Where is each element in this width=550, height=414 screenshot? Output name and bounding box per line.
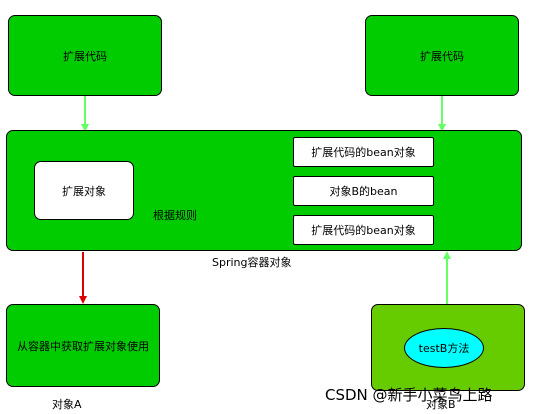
obtain-use-label: 从容器中获取扩展对象使用 [17,339,149,353]
rule-label: 根据规则 [153,209,197,222]
bean-b-box: 对象B的bean [293,176,434,206]
obtain-use-box: 从容器中获取扩展对象使用 [6,304,160,387]
spring-container-box [6,130,522,251]
ext-object-label: 扩展对象 [62,184,106,198]
bean-bottom-label: 扩展代码的bean对象 [311,224,416,237]
testb-method-ellipse: testB方法 [404,328,484,368]
testb-method-label: testB方法 [418,342,470,355]
ext-code-right-label: 扩展代码 [420,49,464,63]
watermark: CSDN @新手小菜鸟上路 [325,386,493,404]
bean-bottom-box: 扩展代码的bean对象 [293,215,434,245]
bean-b-label: 对象B的bean [329,185,398,198]
ext-code-left-label: 扩展代码 [63,49,107,63]
ext-object-box: 扩展对象 [34,161,134,220]
bean-top-box: 扩展代码的bean对象 [293,137,434,167]
ext-code-left-box: 扩展代码 [8,15,162,96]
object-a-label: 对象A [52,398,82,411]
container-label: Spring容器对象 [212,256,292,269]
bean-top-label: 扩展代码的bean对象 [311,146,416,159]
ext-code-right-box: 扩展代码 [365,15,519,96]
object-b-label: 对象B [426,398,456,411]
